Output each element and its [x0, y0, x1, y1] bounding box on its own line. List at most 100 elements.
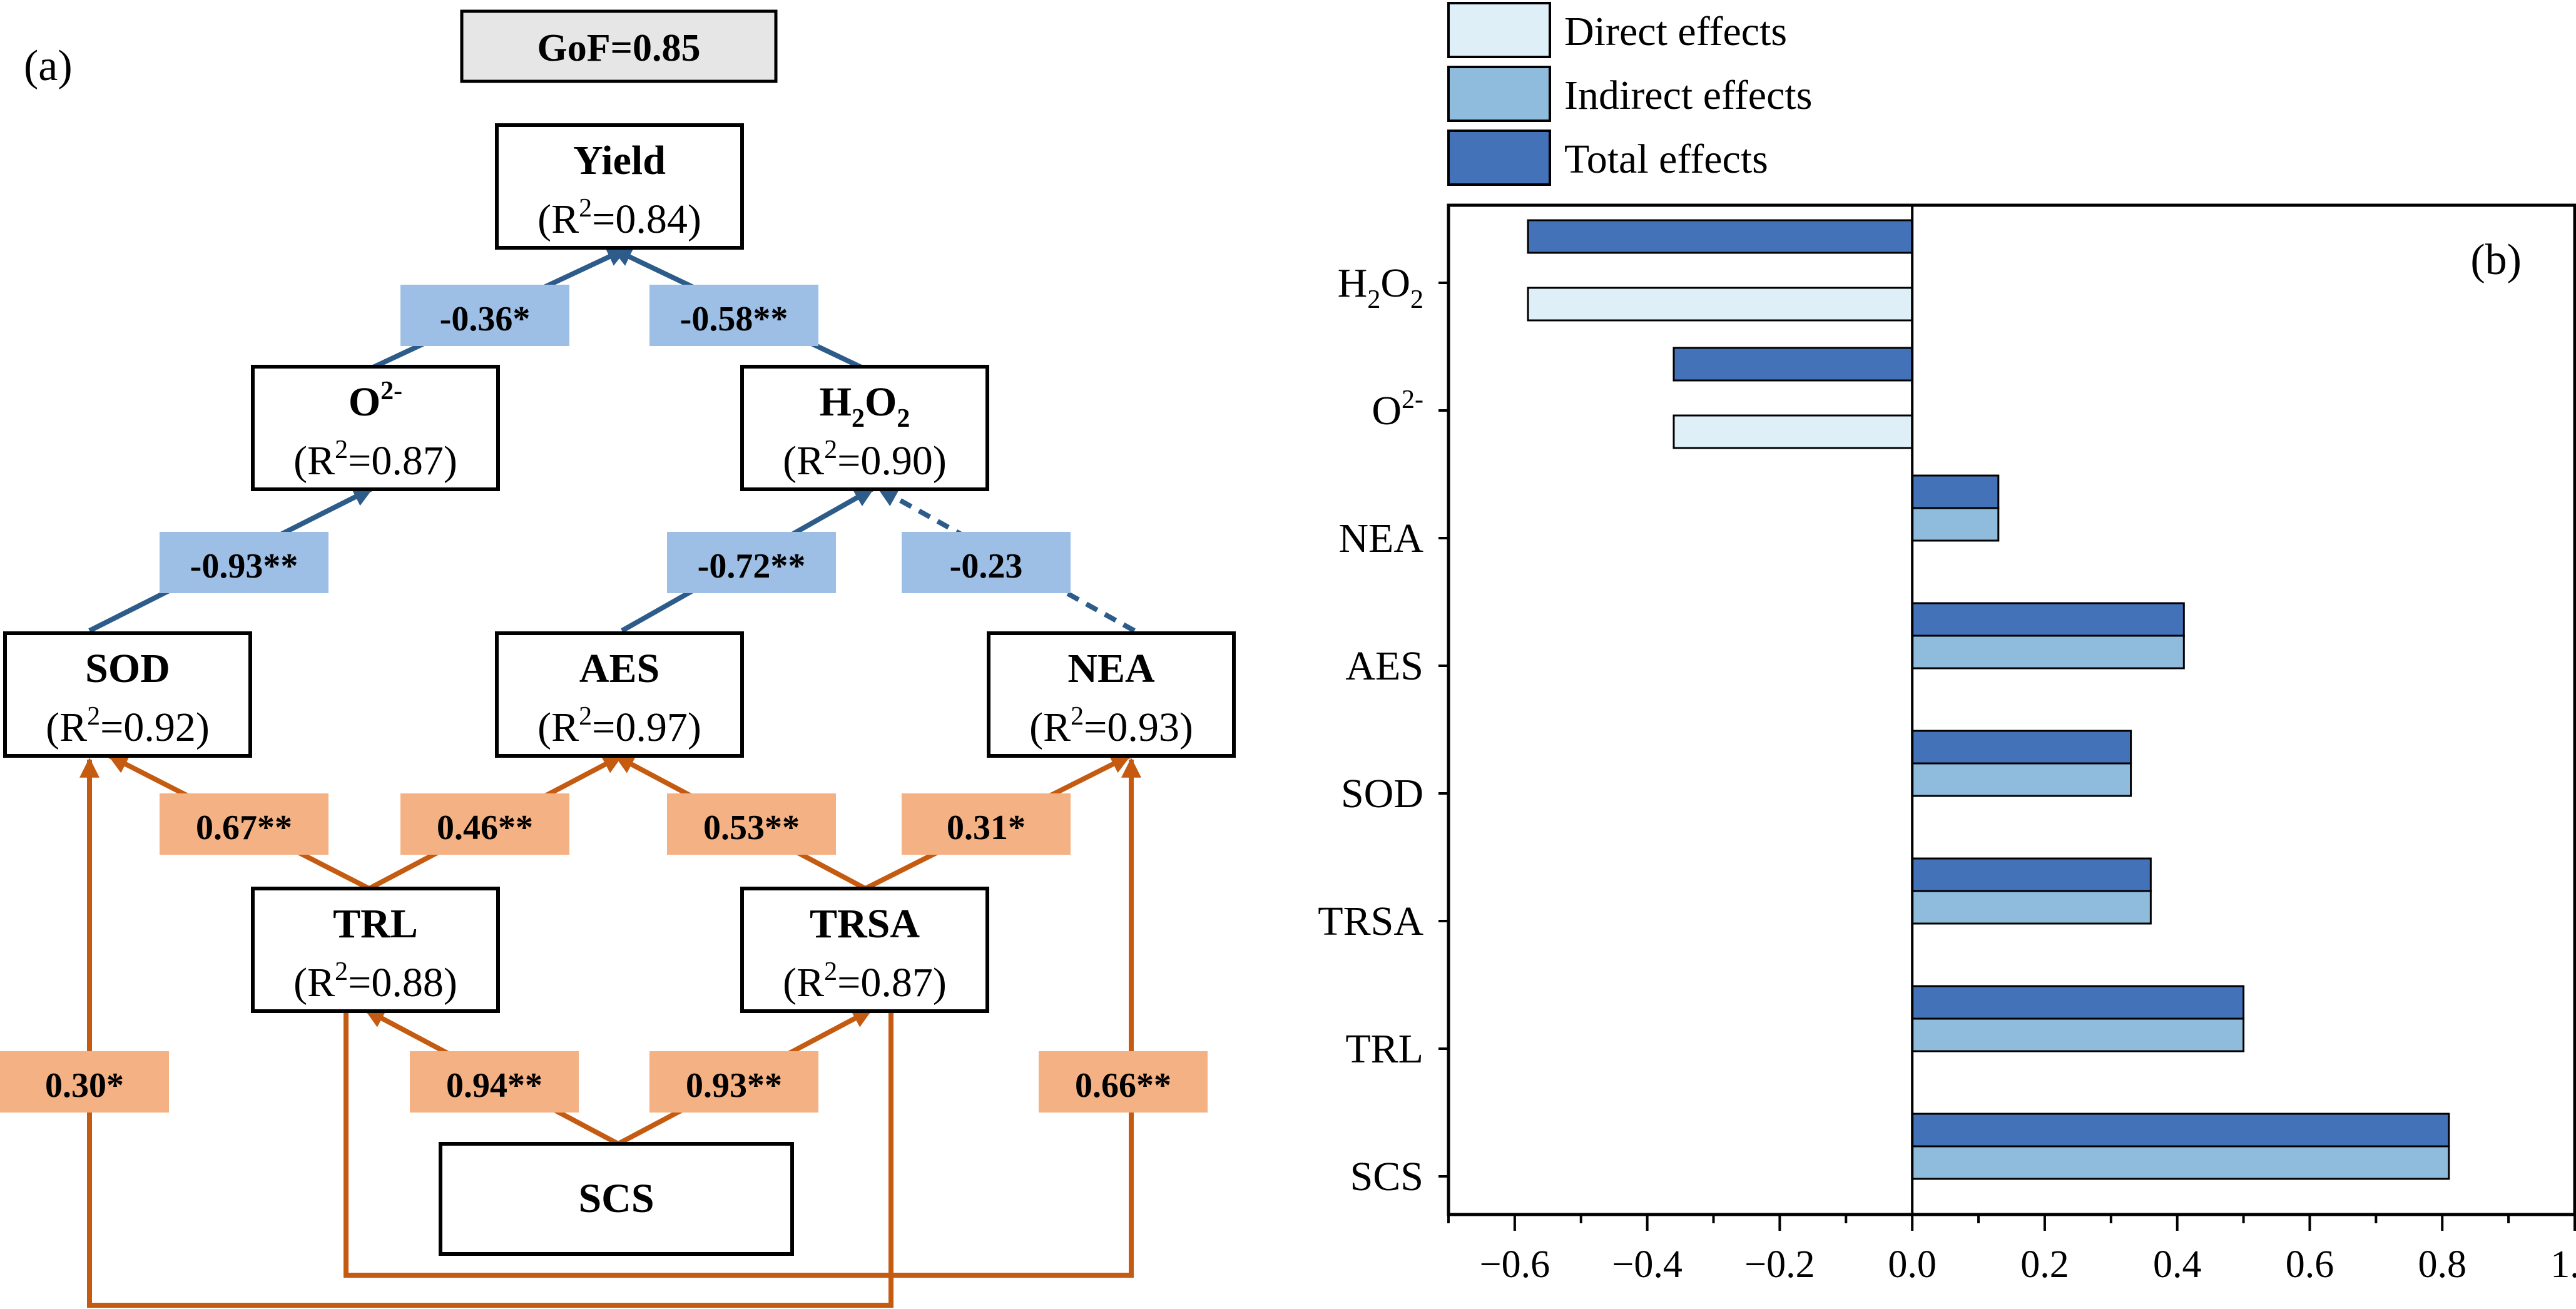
y-tick-label-0: H2O2 — [1338, 260, 1423, 314]
bar-total-5 — [1911, 857, 2152, 892]
legend-label-indirect: Indirect effects — [1564, 73, 1812, 118]
negative-coefficients: -0.36* -0.58** -0.93** -0.72** -0.23 — [160, 285, 1071, 593]
x-tick-label-0: −0.6 — [1480, 1243, 1550, 1286]
bar-total-2 — [1911, 474, 2000, 509]
coef-scs-trl: 0.94** — [446, 1066, 542, 1105]
node-trsa-r2: (R2=0.87) — [783, 957, 947, 1006]
coef-o2-yield: -0.36* — [440, 300, 531, 339]
y-tick-label-3: AES — [1345, 643, 1423, 689]
x-tick-label-5: 0.4 — [2153, 1243, 2202, 1286]
node-yield-name: Yield — [573, 138, 666, 183]
bar-total-7 — [1911, 1113, 2450, 1148]
node-scs-name: SCS — [578, 1176, 654, 1221]
bar-indirect-2 — [1911, 507, 2000, 542]
node-nea: NEA (R2=0.93) — [987, 631, 1236, 758]
coef-scs-sod: 0.30* — [45, 1066, 124, 1105]
arrow-nea-h2o2 — [877, 486, 1136, 633]
coef-box-scs-sod — [0, 1051, 169, 1113]
coef-box-trl-sod — [160, 793, 328, 855]
arrow-scs-nea — [344, 757, 1141, 1278]
x-axis: −0.6−0.4−0.20.00.20.40.60.81.0 — [1447, 1215, 2576, 1286]
bar-total-1 — [1672, 347, 1913, 382]
y-tick-label-5: TRSA — [1318, 899, 1423, 944]
panel-b: Direct effects Indirect effects Total ef… — [1318, 2, 2576, 1286]
y-tick-label-4: SOD — [1341, 771, 1423, 817]
node-sod-r2: (R2=0.92) — [46, 702, 210, 750]
y-tick-label-1: O2- — [1372, 385, 1423, 434]
x-tick-label-2: −0.2 — [1744, 1243, 1815, 1286]
node-trsa: TRSA (R2=0.87) — [740, 887, 989, 1013]
bar-total-3 — [1911, 602, 2185, 637]
plot-frame — [1447, 203, 2576, 1216]
legend: Direct effects Indirect effects Total ef… — [1447, 2, 1812, 186]
legend-swatch-direct — [1447, 2, 1551, 58]
bar-indirect-7 — [1911, 1145, 2450, 1180]
bar-indirect-3 — [1911, 634, 2185, 670]
panel-a-label: (a) — [24, 42, 73, 90]
bar-direct-1 — [1672, 414, 1913, 449]
node-yield-r2: (R2=0.84) — [537, 194, 701, 242]
coef-trl-sod: 0.67** — [196, 808, 292, 847]
coef-scs-trsa: 0.93** — [686, 1066, 782, 1105]
coef-h2o2-yield: -0.58** — [680, 300, 788, 339]
node-sod-name: SOD — [85, 646, 170, 691]
coef-box-scs-trsa — [649, 1051, 818, 1113]
node-aes-name: AES — [579, 646, 659, 691]
node-nea-r2: (R2=0.93) — [1029, 702, 1193, 750]
coef-box-nea-h2o2 — [902, 532, 1071, 593]
coef-trl-aes: 0.46** — [437, 808, 533, 847]
y-tick-label-7: SCS — [1350, 1154, 1423, 1199]
positive-coefficients: 0.67** 0.46** 0.53** 0.31* 0.94** 0.93**… — [0, 793, 1208, 1113]
node-sod: SOD (R2=0.92) — [3, 631, 252, 758]
x-tick-label-1: −0.4 — [1612, 1243, 1682, 1286]
node-nea-name: NEA — [1067, 646, 1155, 691]
coef-box-sod-o2 — [160, 532, 328, 593]
bar-indirect-6 — [1911, 1017, 2245, 1052]
node-yield: Yield (R2=0.84) — [495, 123, 744, 250]
coef-box-o2-yield — [400, 285, 569, 346]
coef-box-scs-trl — [410, 1051, 579, 1113]
coef-nea-h2o2: -0.23 — [950, 547, 1023, 586]
y-tick-label-2: NEA — [1338, 516, 1423, 561]
gof-box — [460, 9, 778, 83]
legend-label-direct: Direct effects — [1564, 9, 1787, 54]
coef-scs-nea: 0.66** — [1075, 1066, 1171, 1105]
node-h2o2-name: H2O2 — [820, 379, 910, 433]
node-o2-r2: (R2=0.87) — [293, 435, 457, 484]
bar-total-0 — [1527, 219, 1913, 254]
node-aes: AES (R2=0.97) — [495, 631, 744, 758]
y-tick-label-6: TRL — [1345, 1026, 1423, 1072]
bar-indirect-4 — [1911, 762, 2132, 797]
coef-trsa-nea: 0.31* — [947, 808, 1026, 847]
node-trl-r2: (R2=0.88) — [293, 957, 457, 1006]
coef-box-trsa-nea — [902, 793, 1071, 855]
bars-layer — [1527, 205, 2450, 1215]
bar-direct-0 — [1527, 287, 1913, 322]
node-aes-r2: (R2=0.97) — [537, 702, 701, 750]
coef-box-trl-aes — [400, 793, 569, 855]
x-tick-label-8: 1.0 — [2550, 1243, 2576, 1286]
node-trl-name: TRL — [333, 901, 418, 947]
x-tick-label-3: 0.0 — [1888, 1243, 1937, 1286]
bar-indirect-5 — [1911, 890, 2152, 925]
coef-trsa-aes: 0.53** — [703, 808, 800, 847]
node-trsa-name: TRSA — [810, 901, 920, 947]
coef-aes-h2o2: -0.72** — [698, 547, 806, 586]
coef-box-aes-h2o2 — [667, 532, 836, 593]
x-tick-label-7: 0.8 — [2418, 1243, 2467, 1286]
arrow-scs-sod — [79, 757, 893, 1308]
coef-box-scs-nea — [1039, 1051, 1208, 1113]
node-o2: O2- (R2=0.87) — [251, 365, 500, 491]
panel-a: (a) GoF=0.85 -0.36* -0.58 — [0, 9, 1236, 1308]
gof-value: GoF=0.85 — [537, 27, 701, 69]
bar-total-6 — [1911, 985, 2245, 1020]
coef-box-trsa-aes — [667, 793, 836, 855]
node-trl: TRL (R2=0.88) — [251, 887, 500, 1013]
x-tick-label-6: 0.6 — [2286, 1243, 2334, 1286]
legend-swatch-total — [1447, 130, 1551, 186]
bar-total-4 — [1911, 730, 2132, 765]
node-scs: SCS — [439, 1142, 794, 1256]
coef-sod-o2: -0.93** — [190, 547, 298, 586]
